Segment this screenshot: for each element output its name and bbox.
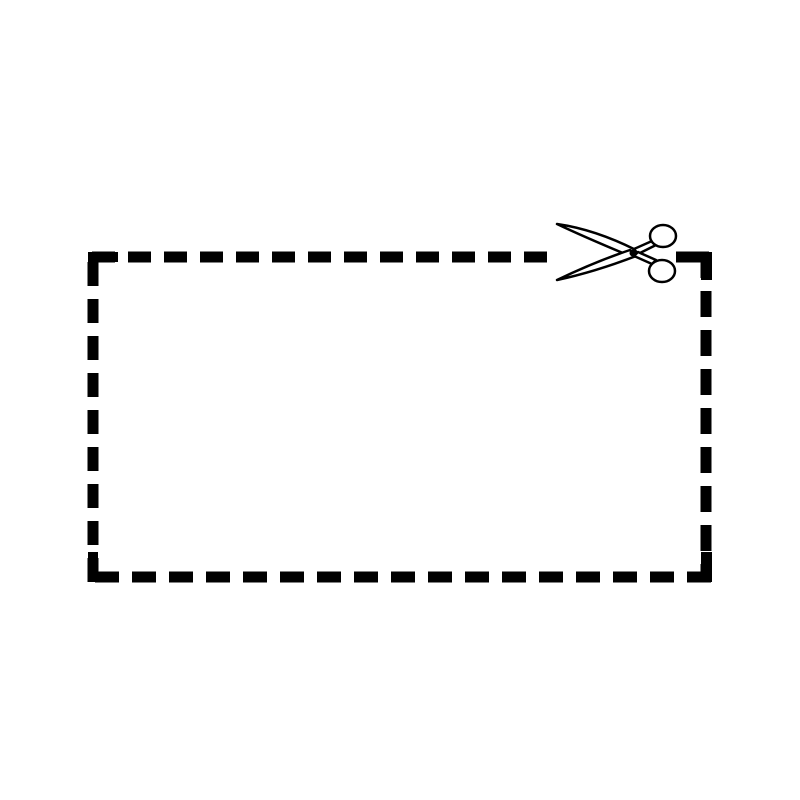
coupon-corner-bottom-right	[690, 552, 712, 582]
scissors-lower-blade	[555, 248, 638, 282]
coupon-corner-bottom-left	[88, 552, 118, 582]
coupon-corner-top-right	[682, 252, 712, 280]
scissors-pivot	[629, 249, 637, 257]
coupon-corner-top-left	[88, 252, 118, 282]
scissors-upper-ring	[648, 223, 678, 249]
scissors-icon	[555, 222, 678, 284]
scissors-lower-ring	[647, 258, 677, 284]
coupon-cut-border	[87, 251, 712, 583]
